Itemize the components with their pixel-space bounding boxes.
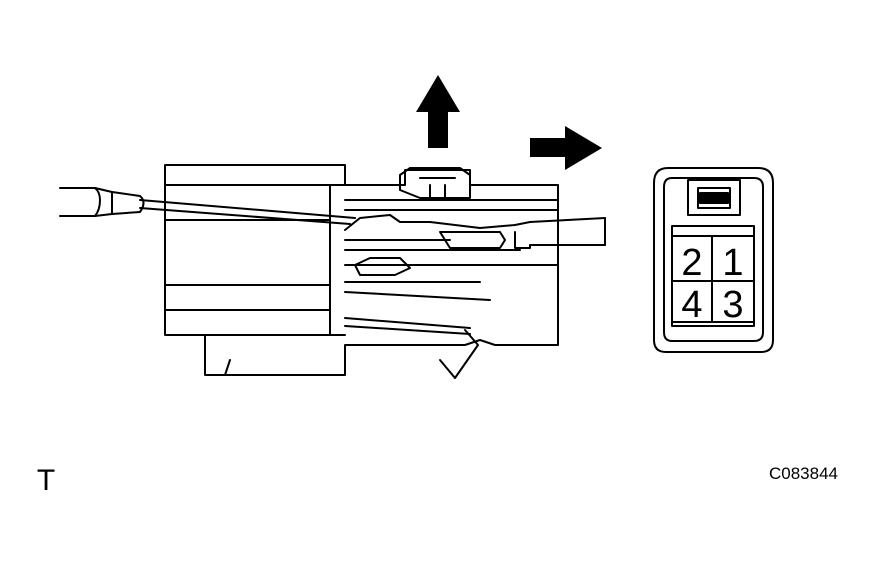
connector-housing [164, 164, 606, 379]
arrow-up-icon [416, 75, 460, 148]
figure-code: C083844 [769, 464, 838, 483]
connector-front-view [653, 167, 774, 353]
pin-label: 2 [681, 242, 702, 284]
pin-label: 4 [681, 284, 702, 326]
pin-label: 1 [722, 242, 743, 284]
pin-label: 3 [722, 284, 743, 326]
arrow-right-icon [530, 126, 602, 170]
tester-probe [59, 187, 356, 225]
corner-mark: T [37, 464, 55, 497]
